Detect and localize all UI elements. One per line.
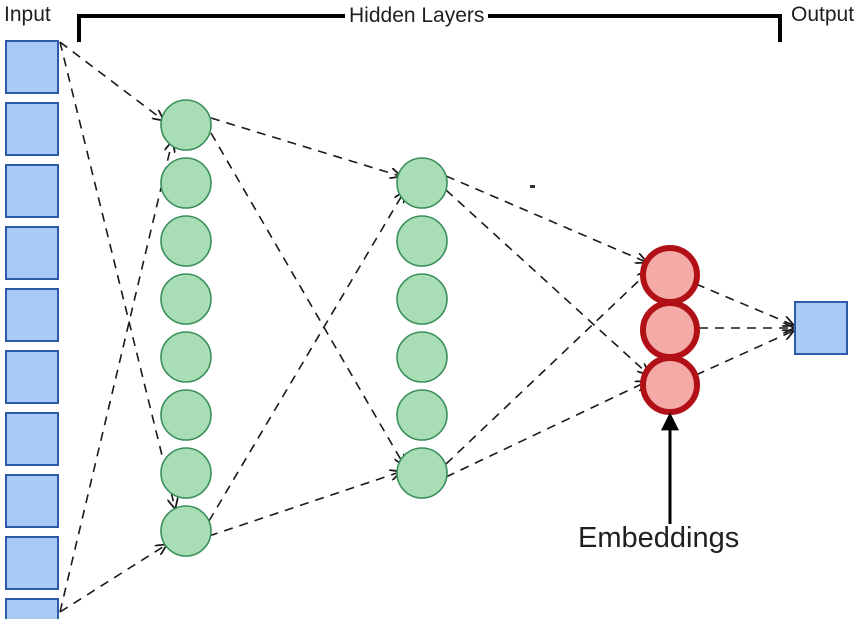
hidden-layer-2-node (396, 215, 448, 267)
input-layer-node (5, 164, 59, 218)
network-nodes (5, 40, 848, 619)
connection-line (210, 132, 404, 465)
input-layer-label: Input (4, 3, 51, 26)
embedding-layer-node (640, 355, 700, 415)
hidden-layer-2-node (396, 331, 448, 383)
output-layer (794, 301, 848, 355)
hidden-layers-label: Hidden Layers (345, 5, 489, 26)
connection-line (445, 272, 648, 465)
input-layer-node (5, 598, 59, 619)
input-layer-node (5, 536, 59, 590)
embedding-layer-node (640, 245, 700, 305)
hidden-layer-1-node (160, 273, 212, 325)
connection-line (445, 175, 646, 262)
hidden-layer-2-node (396, 447, 448, 499)
hidden-layer-1-node (160, 331, 212, 383)
hidden-layer-1-node (160, 505, 212, 557)
input-layer-node (5, 474, 59, 528)
connection-line (59, 545, 166, 613)
embeddings-label: Embeddings (578, 522, 740, 554)
connection-line (695, 283, 793, 325)
input-layer (5, 40, 59, 619)
stray-marks (530, 185, 535, 188)
input-layer-node (5, 40, 59, 94)
hidden-layer-2 (396, 157, 448, 499)
hidden-layer-1-node (160, 389, 212, 441)
embedding-layer-node (640, 300, 700, 360)
input-layer-node (5, 350, 59, 404)
hidden-layer-1-node (160, 447, 212, 499)
connection-line (208, 472, 400, 537)
hidden-layer-1-node (160, 157, 212, 209)
embedding-layer (640, 245, 700, 415)
hidden-layer-1-node (160, 99, 212, 151)
connection-line (445, 189, 648, 374)
hidden-layer-2-node (396, 389, 448, 441)
hidden-layer-1-node (160, 215, 212, 267)
connection-line (59, 142, 172, 613)
connection-line (208, 192, 404, 522)
hidden-layer-1 (160, 99, 212, 557)
input-layer-node (5, 226, 59, 280)
input-layer-node (5, 412, 59, 466)
output-layer-node (794, 301, 848, 355)
stray-mark (530, 185, 535, 188)
input-layer-node (5, 102, 59, 156)
connection-line (695, 331, 793, 376)
output-layer-label: Output (791, 3, 855, 26)
connection-line (59, 41, 163, 120)
connection-line (445, 382, 646, 478)
connection-lines (59, 41, 793, 613)
connection-line (59, 41, 175, 508)
connection-line (210, 117, 400, 176)
hidden-layer-2-node (396, 157, 448, 209)
input-layer-node (5, 288, 59, 342)
hidden-layer-2-node (396, 273, 448, 325)
